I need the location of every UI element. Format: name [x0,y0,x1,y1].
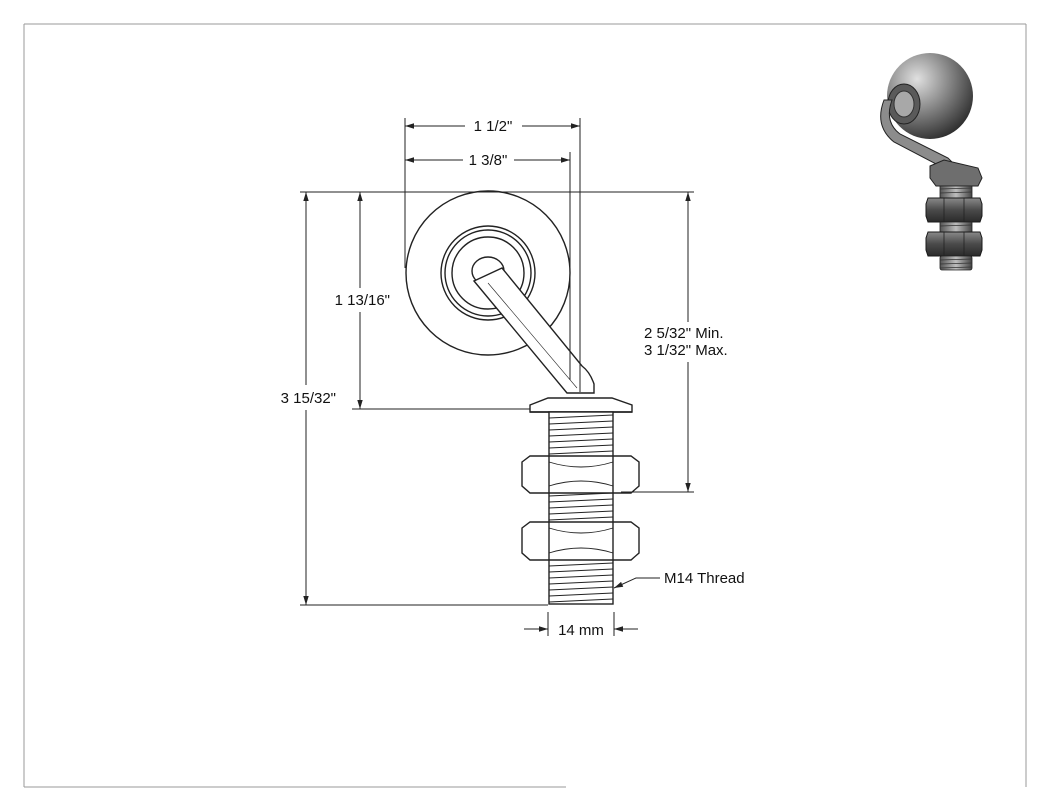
dim-thread-diameter: 14 mm [558,622,604,639]
threaded-shank [548,411,614,605]
drawing-border [23,23,1027,788]
dimension-lines [300,118,694,636]
faucet-part-drawing [405,190,640,605]
angled-tube [472,267,595,394]
flange-inner-ring [440,225,536,321]
dim-reach-min: 2 5/32" Min. [644,325,724,342]
dim-flange-height: 1 13/16" [335,292,390,309]
dim-overall-height: 3 15/32" [281,390,336,407]
thread-callout: M14 Thread [664,570,745,587]
thread-lines [548,414,614,603]
part-3d-render [880,53,983,271]
hex-nut-upper [521,455,640,494]
dim-flange-width: 1 3/8" [469,152,508,169]
dim-reach-max: 3 1/32" Max. [644,342,728,359]
dim-overall-width: 1 1/2" [474,118,513,135]
hex-nut-lower [521,521,640,561]
cone-washer [529,397,633,413]
